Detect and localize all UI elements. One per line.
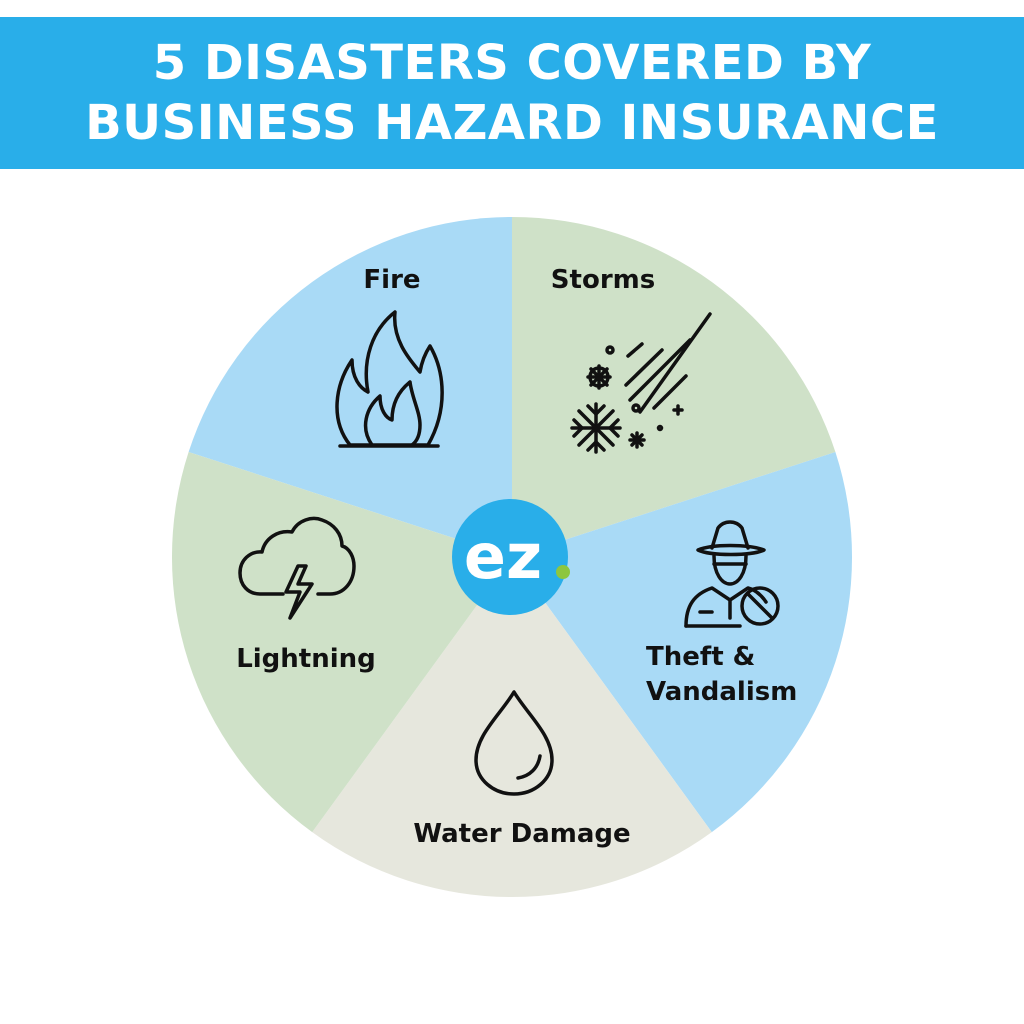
storms-label: Storms: [551, 265, 655, 295]
title-line-2: BUSINESS HAZARD INSURANCE: [85, 95, 939, 151]
logo-text: ez: [464, 520, 542, 593]
logo-dot: [556, 565, 570, 579]
lightning-label: Lightning: [236, 644, 376, 674]
lightning-cloud-icon: [238, 516, 356, 620]
fire-icon: [335, 310, 444, 448]
theft-label-line-2: Vandalism: [646, 677, 797, 707]
segment-theft-vandalism: [512, 452, 853, 833]
title-banner: 5 DISASTERS COVERED BY BUSINESS HAZARD I…: [0, 17, 1024, 169]
fire-label: Fire: [363, 265, 420, 295]
burglar-icon: [684, 520, 780, 628]
snowstorm-icon: [570, 312, 712, 454]
segment-fire: [188, 217, 512, 557]
segment-lightning: [171, 452, 512, 833]
water-drop-icon: [474, 690, 554, 796]
ez-logo: ez: [452, 499, 570, 615]
theft-label-line-1: Theft &: [646, 642, 755, 672]
water-damage-label: Water Damage: [413, 819, 630, 849]
segment-water-damage: [312, 557, 712, 898]
title-line-1: 5 DISASTERS COVERED BY: [152, 35, 872, 91]
